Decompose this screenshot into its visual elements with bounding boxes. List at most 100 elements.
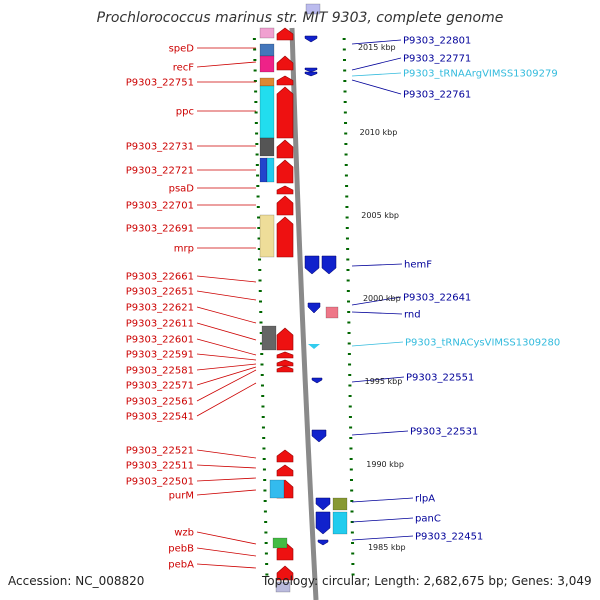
tick-mark <box>262 447 266 450</box>
tick-mark <box>257 237 261 240</box>
tick-mark <box>261 416 265 418</box>
gene-block <box>259 43 275 57</box>
tick-mark <box>346 258 350 261</box>
gene-arrow <box>276 27 294 41</box>
kbp-label: 2015 kbp <box>358 43 396 52</box>
leader-line <box>351 79 402 95</box>
gene-arrow <box>304 35 318 43</box>
kbp-label: 2000 kbp <box>363 294 401 303</box>
kbp-label: 1995 kbp <box>365 377 403 386</box>
leader-line <box>351 341 404 347</box>
tick-mark <box>253 69 257 72</box>
gene-arrow <box>276 55 294 71</box>
leader-line <box>351 296 402 306</box>
tick-mark <box>348 405 352 408</box>
tick-mark <box>350 489 354 492</box>
gene-arrow <box>276 449 294 463</box>
gene-block <box>259 137 275 157</box>
tick-mark <box>258 269 262 271</box>
leader-line <box>196 61 257 68</box>
left-gene-label: P9303_22601 <box>126 335 194 346</box>
tick-mark <box>259 332 263 334</box>
tick-mark <box>261 395 265 397</box>
right-gene-label: P9303_22801 <box>403 36 471 47</box>
left-gene-label: P9303_22751 <box>126 78 194 89</box>
tick-mark <box>256 185 260 187</box>
tick-mark <box>347 300 351 303</box>
gene-block <box>272 537 288 549</box>
tick-mark <box>262 458 266 460</box>
left-gene-label: P9303_22511 <box>126 461 194 472</box>
gene-arrow <box>276 351 294 359</box>
tick-mark <box>265 573 269 576</box>
tick-mark <box>253 59 257 61</box>
left-gene-label: P9303_22721 <box>126 166 194 177</box>
tick-mark <box>257 248 261 250</box>
gene-block <box>259 77 275 87</box>
tick-mark <box>255 164 259 166</box>
tick-mark <box>347 332 351 334</box>
tick-mark <box>345 216 349 219</box>
gene-block <box>259 85 275 139</box>
tick-mark <box>347 353 351 355</box>
gene-arrow <box>276 139 294 159</box>
tick-mark <box>348 374 352 376</box>
tick-mark <box>344 122 348 124</box>
gene-arrow <box>276 159 294 184</box>
left-labels: speDrecFP9303_22751ppcP9303_22731P9303_2… <box>126 44 257 571</box>
gene-arrow <box>307 302 321 314</box>
tick-mark <box>254 122 258 124</box>
gene-arrow <box>276 359 294 367</box>
tick-mark <box>347 342 351 345</box>
gene-arrow <box>276 464 294 477</box>
tick-mark <box>343 101 347 103</box>
gene-arrow <box>276 185 294 195</box>
tick-mark <box>255 143 259 145</box>
gene-arrow <box>304 255 320 275</box>
left-gene-label: P9303_22591 <box>126 350 194 361</box>
leader-line <box>351 430 409 436</box>
gene-block <box>275 581 291 593</box>
left-gene-label: P9303_22691 <box>126 224 194 235</box>
tick-mark <box>351 563 355 565</box>
gene-block <box>259 157 268 183</box>
tick-mark <box>257 227 261 229</box>
tick-mark <box>344 132 348 135</box>
leader-line <box>196 489 257 496</box>
right-gene-label: panC <box>415 514 441 525</box>
right-gene-label: P9303_22761 <box>403 90 471 101</box>
tick-mark <box>263 479 267 481</box>
leader-line <box>196 366 257 386</box>
tick-mark <box>263 489 267 492</box>
tick-mark <box>257 216 261 219</box>
gene-arrow <box>276 86 294 139</box>
left-gene-label: wzb <box>174 528 194 539</box>
left-gene-label: speD <box>169 44 195 55</box>
rna-label: P9303_tRNACysVIMSS1309280 <box>405 338 560 349</box>
leader-line <box>196 477 257 482</box>
left-gene-label: pebB <box>168 544 194 555</box>
tick-mark <box>264 542 268 544</box>
tick-mark <box>342 48 346 51</box>
gene-arrow <box>304 71 318 77</box>
left-gene-label: P9303_22581 <box>126 366 194 377</box>
right-gene-label: hemF <box>404 260 432 271</box>
gene-block <box>269 479 285 499</box>
tick-mark <box>342 38 346 40</box>
left-gene-label: P9303_22571 <box>126 381 194 392</box>
kbp-label: 1990 kbp <box>366 460 404 469</box>
gene-arrow <box>276 365 294 373</box>
gene-block <box>332 511 348 535</box>
leader-line <box>196 369 257 402</box>
gene-arrow <box>315 497 331 511</box>
leader-line <box>196 338 257 356</box>
gene-arrow <box>304 67 318 73</box>
leader-line <box>351 39 402 45</box>
tick-mark <box>349 426 353 429</box>
gene-arrow <box>276 327 294 351</box>
leader-line <box>196 363 257 371</box>
gene-block <box>259 214 275 258</box>
tick-mark <box>346 248 350 250</box>
gene-arrow <box>276 75 294 86</box>
tick-mark <box>350 510 354 513</box>
